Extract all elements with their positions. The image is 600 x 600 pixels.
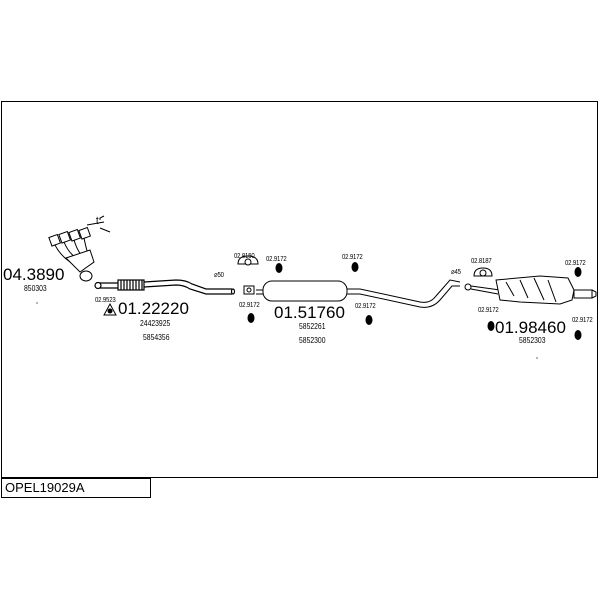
oem-middle-silencer-1: 5852261 — [299, 322, 326, 331]
oem-front-pipe-1: 24423925 — [140, 319, 171, 328]
accessory-label-a4: 02.9172 — [239, 300, 260, 309]
part-number-front-pipe: 01.22220 — [118, 299, 189, 318]
t-mark: t — [96, 215, 99, 227]
mount-a8 — [487, 321, 495, 331]
accessory-label-a5: 02.9172 — [342, 252, 363, 261]
accessory-label-a3: 02.9172 — [266, 254, 287, 263]
mount-a6 — [365, 315, 373, 325]
front-pipe — [94, 279, 236, 295]
mount-a3 — [275, 263, 283, 273]
diameter-rear: ⌀45 — [451, 267, 461, 276]
part-number-rear-silencer: 01.98460 — [495, 318, 566, 337]
clamp-left — [243, 285, 255, 295]
dot-marker — [36, 302, 38, 304]
mount-a9 — [574, 267, 582, 277]
accessory-label-a8: 02.9172 — [478, 305, 499, 314]
accessory-label-a6: 02.9172 — [355, 301, 376, 310]
accessory-label-a9: 02.9172 — [565, 258, 586, 267]
hanger-8187 — [473, 267, 493, 277]
accessory-label-a1: 02.9523 — [95, 295, 116, 304]
oem-middle-silencer-2: 5852300 — [299, 336, 326, 345]
hanger-8150 — [237, 255, 259, 266]
mount-a5 — [351, 262, 359, 272]
accessory-label-a7: 02.8187 — [471, 256, 492, 265]
part-number-middle-silencer: 01.51760 — [274, 303, 345, 322]
model-code-label: OPEL19029A — [1, 478, 151, 498]
diagram-frame — [1, 101, 598, 478]
oem-manifold: 850303 — [24, 284, 47, 293]
part-number-manifold: 04.3890 — [3, 265, 65, 284]
exhaust-manifold — [48, 215, 111, 282]
mount-a10 — [574, 330, 582, 340]
oem-front-pipe-2: 5854356 — [143, 333, 170, 342]
gasket-triangle — [103, 302, 117, 316]
rear-silencer — [464, 275, 597, 305]
accessory-label-a2: 02.8150 — [234, 251, 255, 260]
oem-rear-silencer: 5852303 — [519, 336, 546, 345]
accessory-label-a10: 02.9172 — [572, 315, 593, 324]
rubber-mounts — [247, 262, 582, 340]
middle-silencer — [256, 279, 461, 308]
diameter-front: ⌀50 — [214, 270, 224, 279]
mount-a4 — [247, 313, 255, 323]
